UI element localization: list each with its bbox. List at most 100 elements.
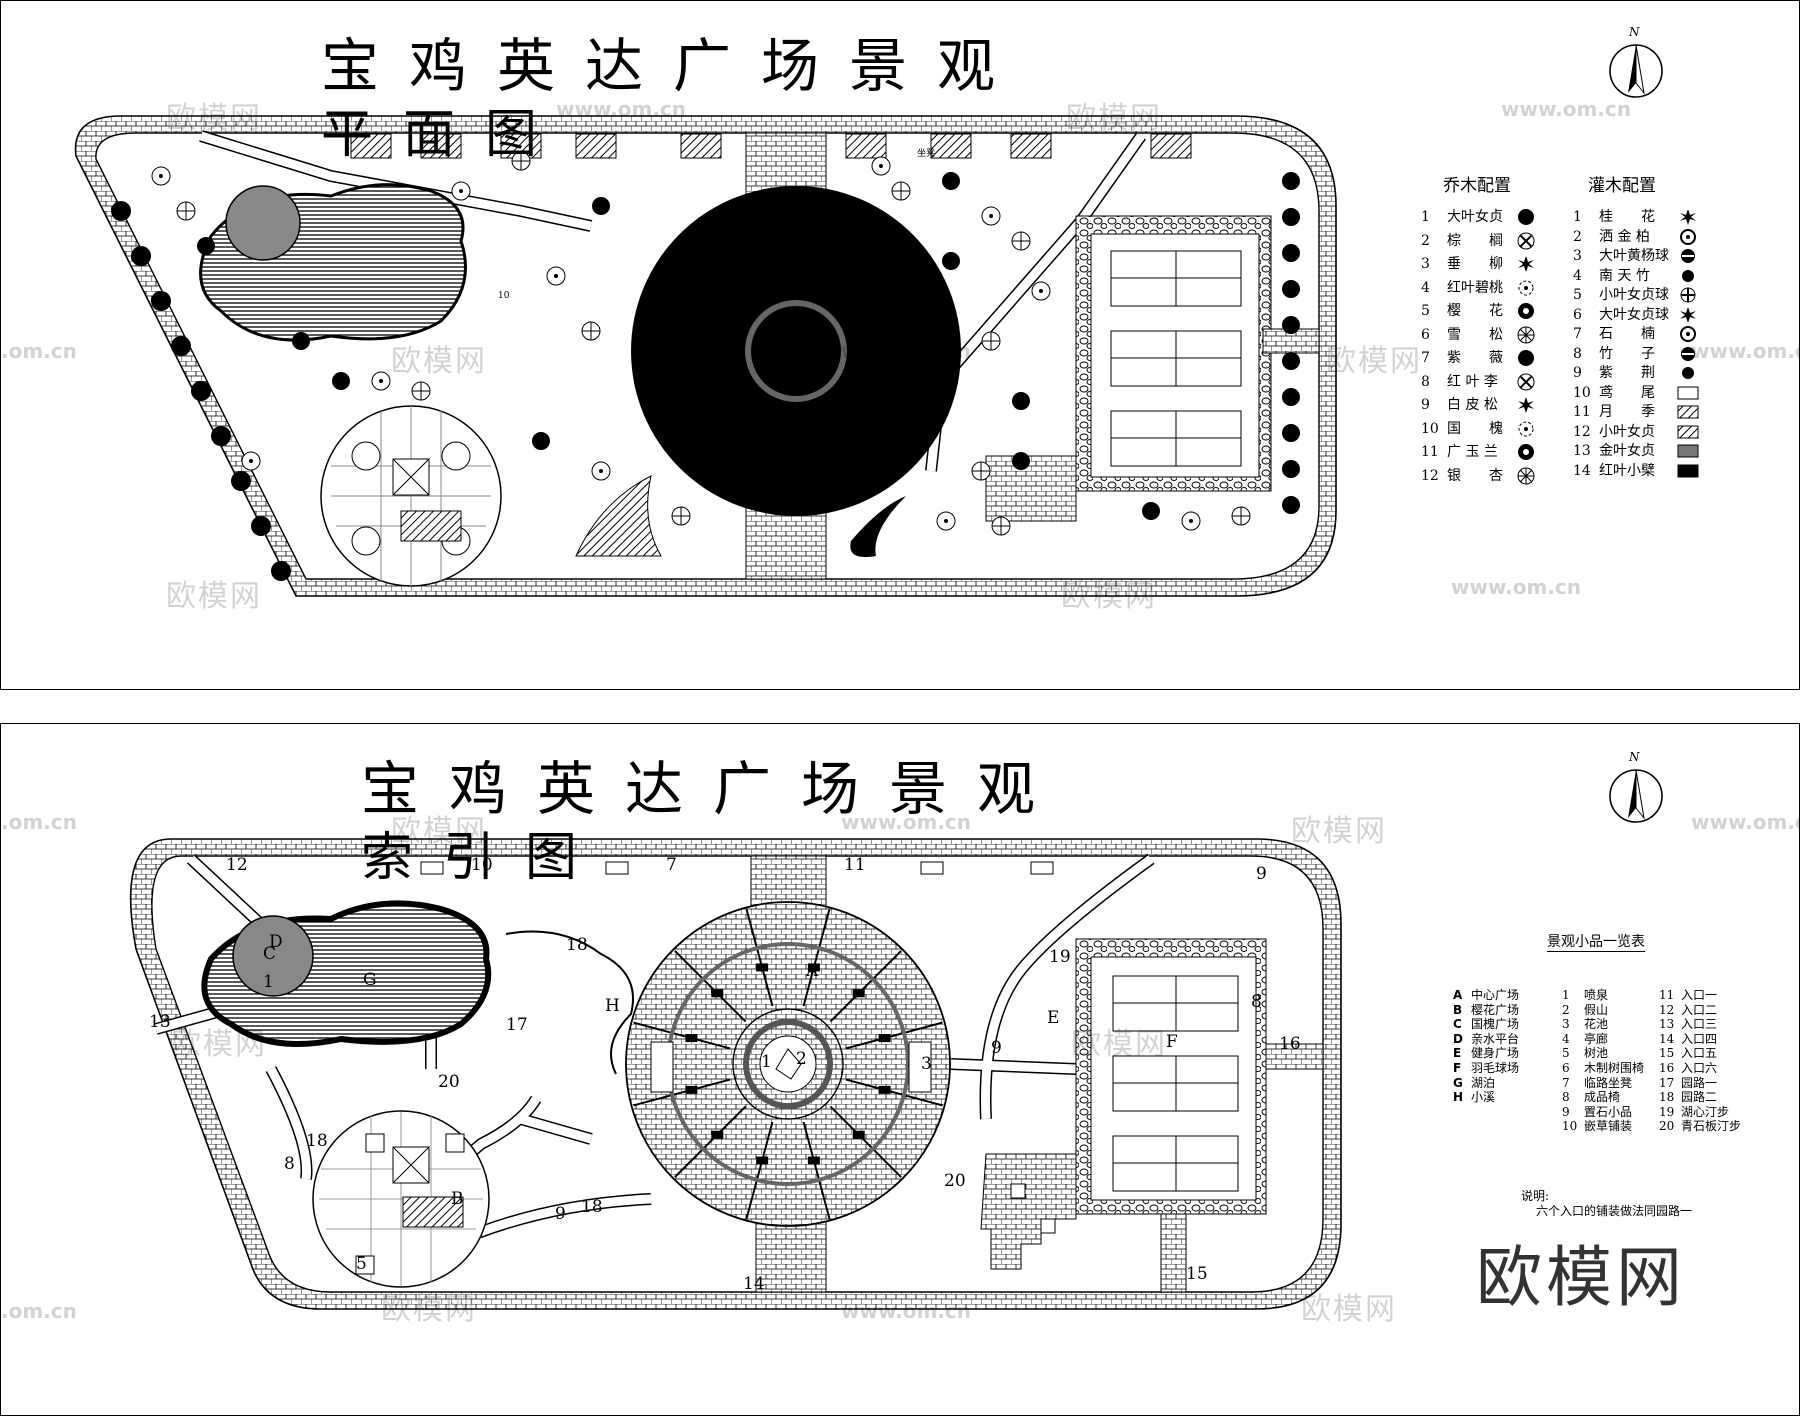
legend-number: 10	[1573, 384, 1591, 401]
tree-icon	[1282, 172, 1300, 190]
shrub-symbol-icon	[1681, 249, 1695, 263]
legend-key: C	[1453, 1017, 1462, 1032]
note-text: 六个入口的铺装做法同园路一	[1536, 1204, 1693, 1218]
legend-label: 红叶碧桃	[1447, 279, 1503, 296]
legend-key: 20	[1659, 1119, 1675, 1134]
plaza-spoke	[633, 1021, 731, 1050]
legend-number: 2	[1421, 232, 1430, 249]
north-letter: N	[1629, 25, 1640, 39]
plaza-bench	[807, 963, 820, 972]
legend-number: 6	[1421, 326, 1430, 343]
shrub-symbol-icon	[1677, 464, 1699, 477]
plaza-bench	[685, 1034, 698, 1043]
watermark-url: www.om.cn	[1451, 575, 1582, 599]
legend-number: 9	[1573, 365, 1582, 381]
index-marker: 12	[226, 855, 248, 875]
legend-number: 1	[1573, 209, 1582, 225]
plaza-spoke	[802, 1121, 831, 1219]
tree-icon	[1282, 496, 1300, 514]
tree-icon	[197, 237, 215, 255]
legend-key: 19	[1659, 1104, 1675, 1119]
tree-icon	[989, 214, 993, 218]
index-title: 宝鸡英达广场景观	[361, 755, 1066, 823]
shrub-symbol-icon	[1680, 209, 1696, 225]
plaza-spoke	[829, 950, 902, 1023]
plaza-spoke	[633, 1078, 731, 1107]
index-marker: A	[806, 961, 819, 981]
legend-key: D	[1453, 1031, 1463, 1046]
legend-number: 9	[1421, 397, 1430, 413]
legend-number: 2	[1573, 228, 1582, 245]
legend-label: 南 天 竹	[1599, 267, 1650, 284]
tree-symbol-icon	[1517, 373, 1535, 390]
index-marker: C	[263, 944, 277, 964]
legend-label: 亭廊	[1584, 1031, 1609, 1046]
shrub-symbol-icon	[1677, 405, 1699, 419]
brand-logo-text: 欧模网	[1476, 1239, 1686, 1316]
shrub-symbol-icon	[1677, 444, 1699, 458]
tree-icon	[1189, 519, 1193, 523]
legend-key: 15	[1659, 1046, 1675, 1061]
legend-label: 喷泉	[1584, 988, 1609, 1002]
shrub-symbol-icon	[1680, 228, 1696, 245]
plan-label-bench: 坐凳	[917, 149, 936, 159]
legend-label: 雪 松	[1447, 326, 1503, 343]
tree-icon	[1282, 280, 1300, 298]
index-marker: H	[605, 996, 620, 1016]
tree-icon	[942, 252, 960, 270]
tree-symbol-icon	[1517, 326, 1535, 343]
tree-symbol-icon	[1518, 350, 1534, 366]
north-arrow-icon	[1609, 769, 1663, 823]
legend-number: 4	[1421, 279, 1430, 296]
index-marker: 10	[471, 855, 493, 875]
tree-icon	[1012, 232, 1030, 250]
legend-key: H	[1453, 1090, 1464, 1105]
legend-label: 红叶小檗	[1599, 462, 1655, 479]
legend-label: 入口六	[1681, 1061, 1718, 1075]
plaza-spoke	[745, 1121, 774, 1219]
legend-number: 12	[1421, 467, 1439, 484]
legend-label: 湖心汀步	[1681, 1104, 1730, 1119]
legend-key: 6	[1562, 1061, 1570, 1075]
tree-icon	[292, 332, 310, 350]
index-marker: 20	[438, 1072, 460, 1092]
index-marker: 8	[284, 1154, 295, 1174]
plan-sheet: 宝鸡英达广场景观 平面图 10 坐凳 N 乔木配置 灌木配置 欧模网 www.o…	[0, 0, 1800, 690]
plaza-bench	[685, 1085, 698, 1094]
legend-label: 大叶黄杨球	[1599, 248, 1669, 264]
index-marker: 18	[306, 1131, 328, 1151]
index-marker: G	[363, 970, 377, 990]
index-marker: 18	[581, 1197, 603, 1217]
legend-label: 湖泊	[1471, 1075, 1496, 1090]
index-plan-drawing	[129, 838, 1342, 1310]
plaza-spoke	[674, 1105, 747, 1178]
tree-icon	[532, 432, 550, 450]
watermark-url: www.om.cn	[1691, 810, 1799, 834]
tree-icon	[151, 291, 171, 311]
legend-number: 7	[1421, 350, 1430, 366]
legend-number: 11	[1573, 404, 1591, 420]
tree-icon	[554, 274, 558, 278]
tree-icon	[879, 164, 883, 168]
legend-number: 6	[1573, 306, 1582, 323]
index-marker: 8	[1251, 992, 1262, 1012]
watermark-text: 欧模网	[1061, 579, 1157, 614]
plaza-bench	[711, 1130, 724, 1139]
legend-key: 7	[1562, 1075, 1570, 1090]
legend-label: 小叶女贞	[1599, 423, 1655, 440]
watermark-url: .om.cn	[1, 1299, 77, 1323]
shrub-symbol-icon	[1677, 425, 1699, 438]
index-marker: 9	[555, 1204, 566, 1224]
